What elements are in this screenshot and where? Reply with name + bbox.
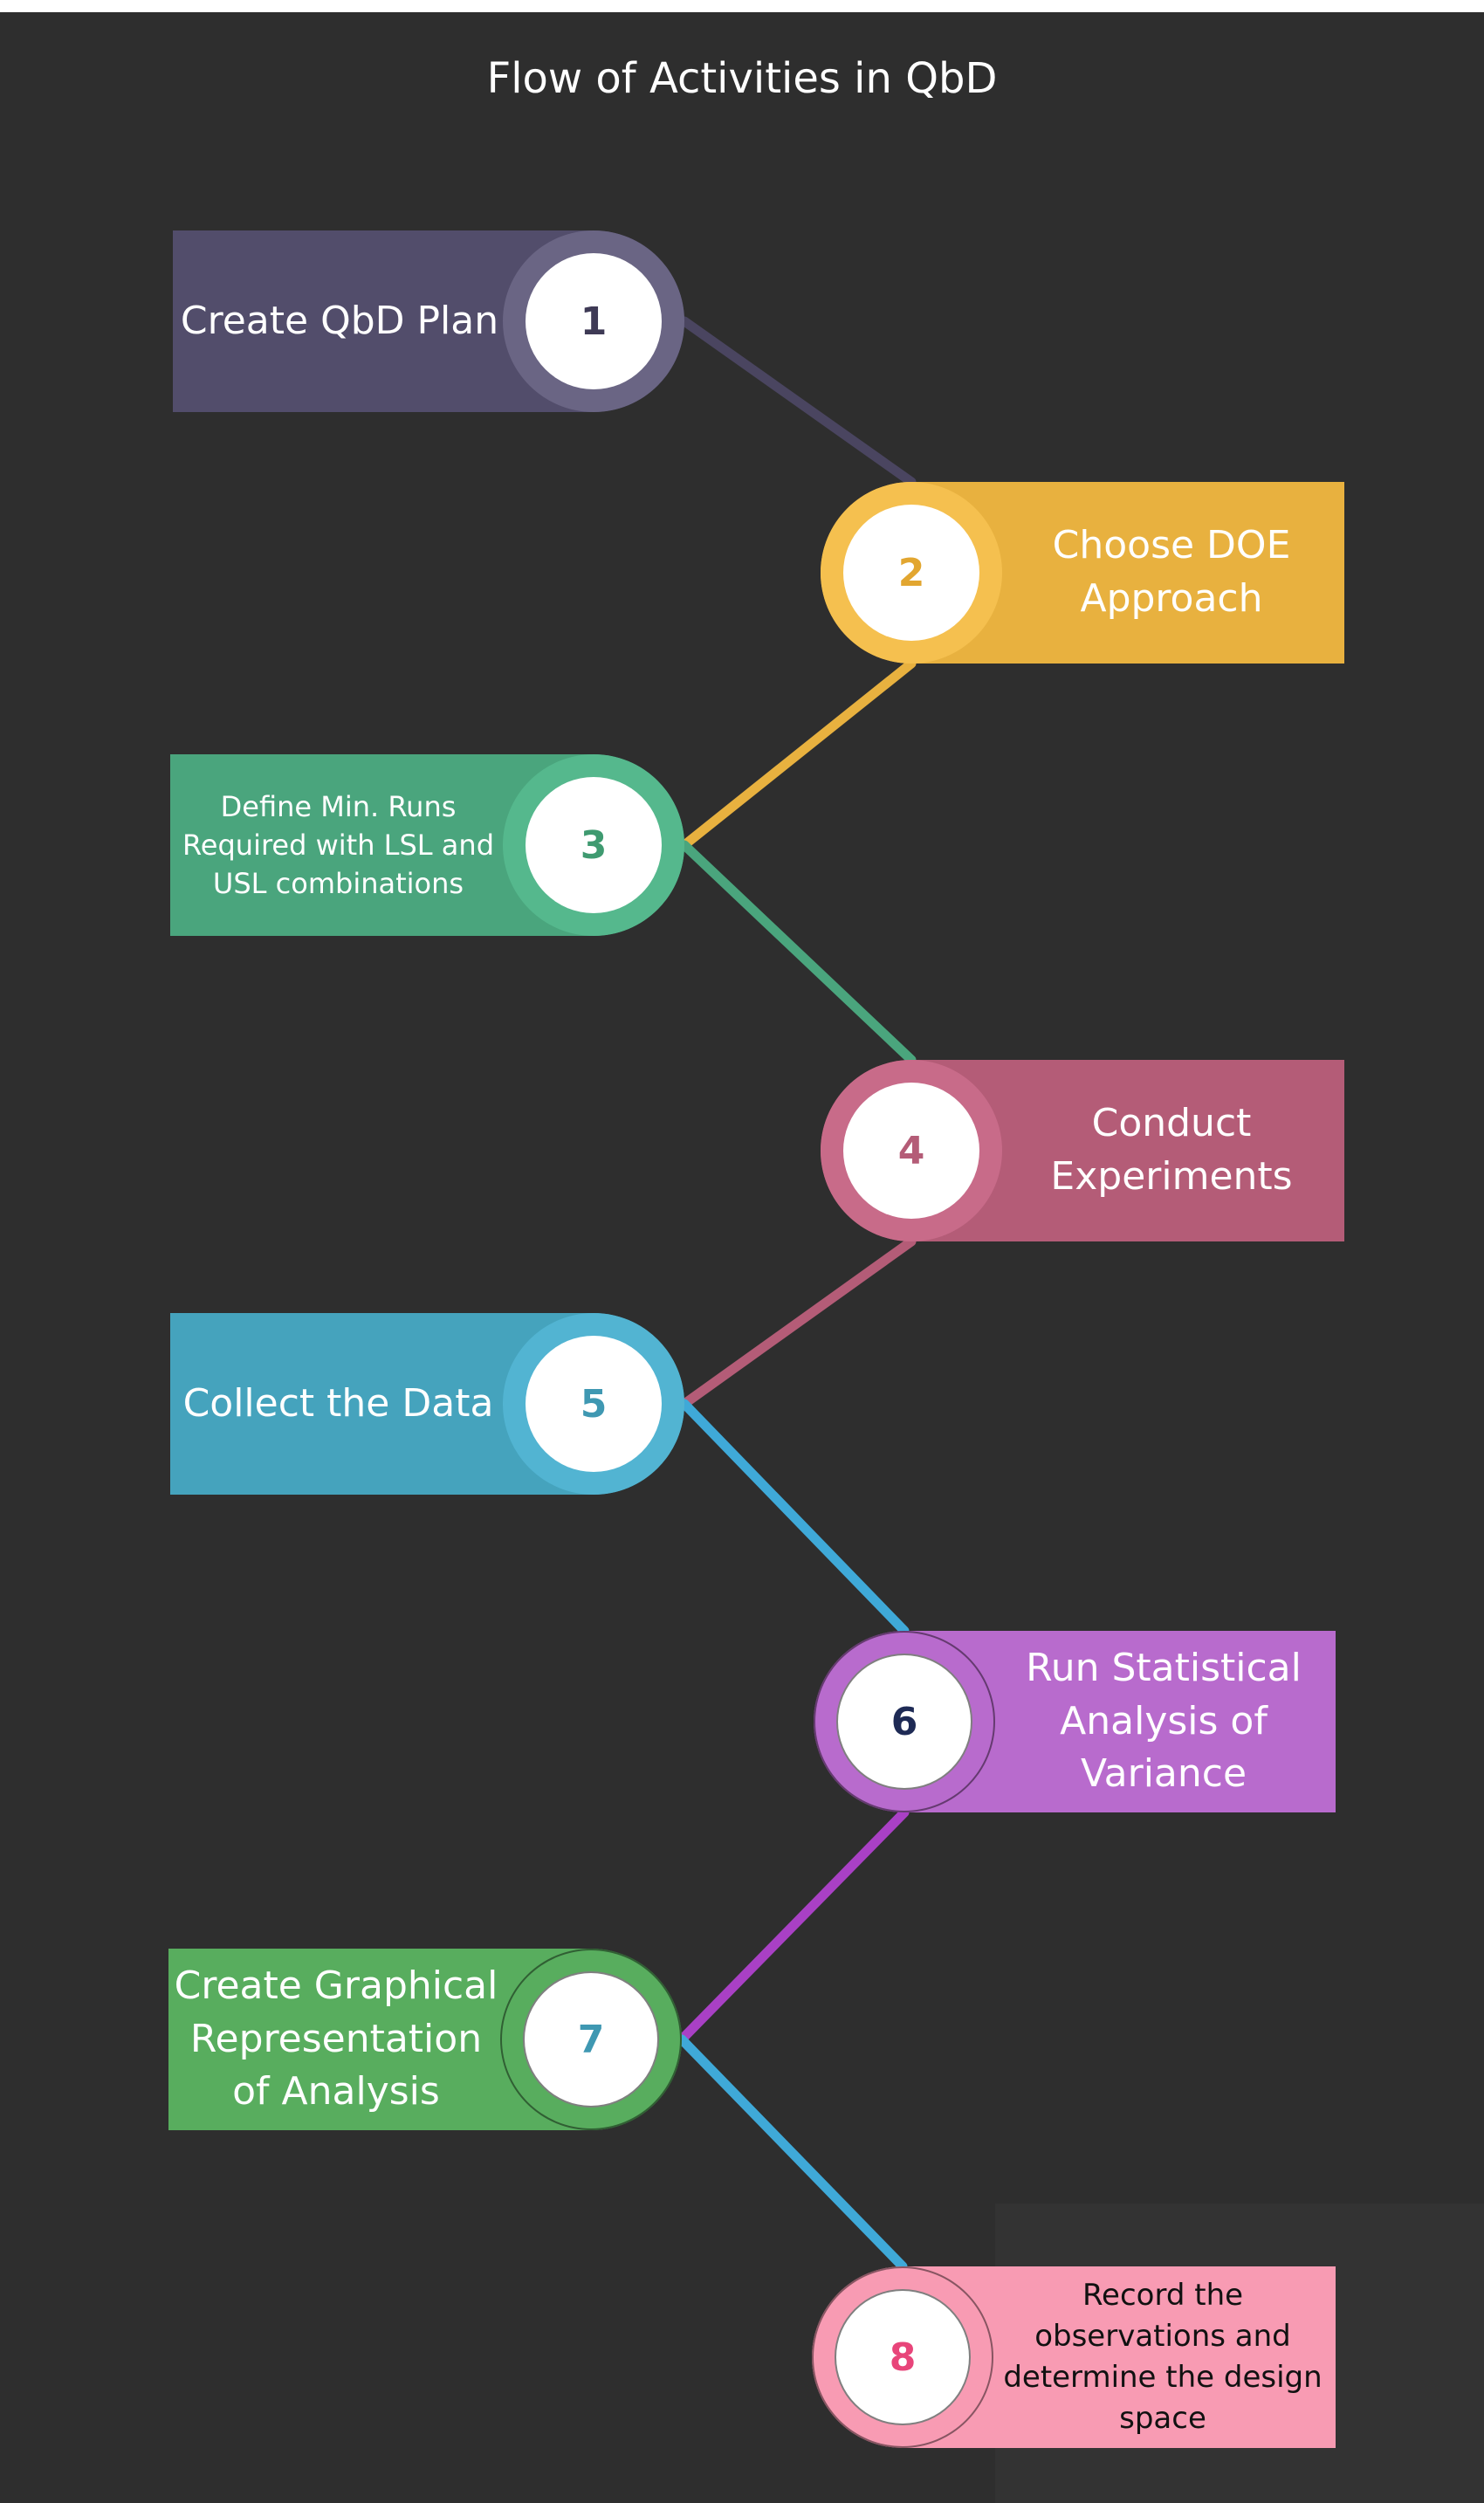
step-3-label: Define Min. Runs Required with LSL and U… <box>182 789 494 901</box>
step-6-ring: 6 <box>814 1631 995 1812</box>
step-2-label: Choose DOE Approach <box>1052 523 1291 621</box>
step-1-ring: 1 <box>503 230 684 412</box>
connector-2-3 <box>679 658 917 850</box>
step-5-number-badge: 5 <box>526 1336 662 1472</box>
step-3-ring: 3 <box>503 754 684 936</box>
step-3-number-badge: 3 <box>526 777 662 913</box>
step-2-number-badge: 2 <box>843 505 979 641</box>
step-2-ring: 2 <box>821 482 1002 664</box>
connector-lines <box>677 316 917 2272</box>
step-1-number-badge: 1 <box>526 253 662 389</box>
step-5-ring: 5 <box>503 1313 684 1495</box>
step-4-number-badge: 4 <box>843 1083 979 1219</box>
connector-7-8 <box>677 2034 908 2272</box>
connector-5-6 <box>679 1399 910 1636</box>
step-7-ring: 7 <box>500 1949 682 2130</box>
diagram-canvas: Flow of Activities in QbD Create QbD Pla… <box>0 12 1484 2503</box>
connector-6-7 <box>677 1807 910 2045</box>
connector-1-2 <box>679 316 917 487</box>
step-8-number-badge: 8 <box>835 2289 971 2425</box>
step-5-label: Collect the Data <box>182 1380 494 1426</box>
step-7-label: Create Graphical Representation of Analy… <box>174 1963 498 2114</box>
step-1-label: Create QbD Plan <box>180 298 499 343</box>
step-8-label: Record the observations and determine th… <box>1003 2278 1323 2436</box>
step-8-ring: 8 <box>812 2266 993 2448</box>
connector-3-4 <box>679 840 917 1065</box>
step-4-ring: 4 <box>821 1060 1002 1241</box>
step-6-label: Run Statistical Analysis of Variance <box>1026 1645 1302 1797</box>
step-4-label: Conduct Experiments <box>1050 1101 1293 1199</box>
step-7-number-badge: 7 <box>523 1971 659 2108</box>
diagram-title: Flow of Activities in QbD <box>486 54 998 103</box>
step-6-number-badge: 6 <box>836 1654 972 1790</box>
connector-4-5 <box>679 1236 917 1409</box>
